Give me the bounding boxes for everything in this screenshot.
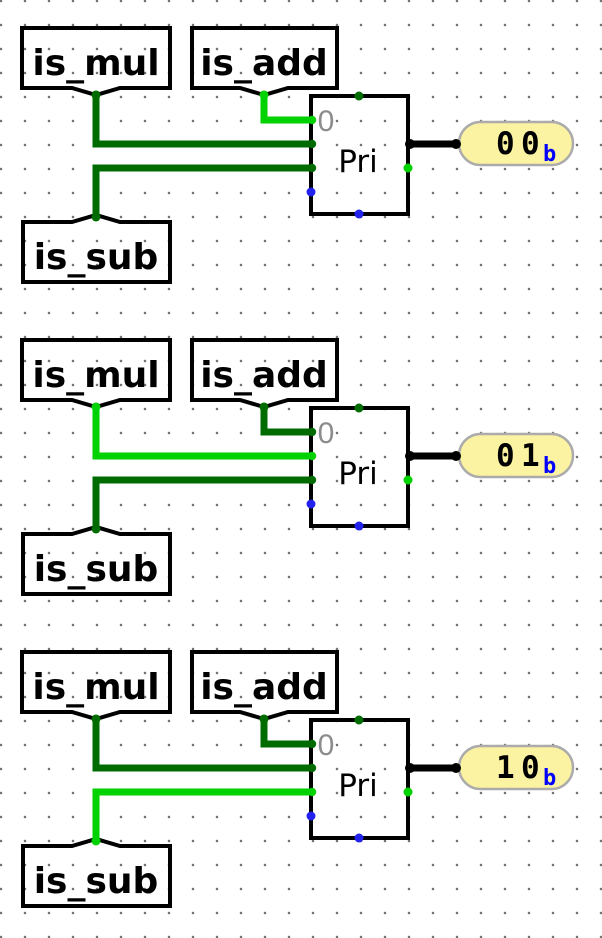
wire-is-sub <box>92 164 313 218</box>
pin-label-is-sub: is_sub <box>34 237 159 278</box>
encoder-port-dot-in0 <box>307 739 317 749</box>
encoder-port-dot-in0 <box>307 115 317 125</box>
pin-label-is-sub: is_sub <box>34 861 159 902</box>
encoder-input0-label: 0 <box>318 105 335 138</box>
encoder-port-dot-in0 <box>307 427 317 437</box>
encoder-found-dot-east <box>403 475 413 485</box>
probe-value-bit0: 1 <box>521 438 540 474</box>
encoder-found-dot-east <box>403 787 413 797</box>
pin-port-dot-is-add <box>259 714 269 724</box>
bus-junction-dot-right <box>451 139 461 149</box>
pin-port-dot-is-sub <box>91 212 101 222</box>
input-pin-is-mul[interactable] <box>20 338 172 410</box>
pin-label-is-mul: is_mul <box>32 355 159 396</box>
pin-port-dot-is-mul <box>91 402 101 412</box>
encoder-label: Pri <box>338 144 378 180</box>
wire-is-add <box>260 95 313 124</box>
encoder-port-dot-in2 <box>307 475 317 485</box>
wire-is-sub <box>92 476 313 530</box>
pin-port-dot-is-mul <box>91 90 101 100</box>
input-pin-is-add[interactable] <box>190 26 339 98</box>
bus-junction-dot-right <box>451 451 461 461</box>
circuit-3: is_mul is_add is_sub 0 Pri <box>20 650 575 908</box>
input-pin-is-add[interactable] <box>190 338 339 410</box>
probe-value-bit1: 1 <box>496 750 515 786</box>
encoder-port-dot-in2 <box>307 787 317 797</box>
pin-label-is-add: is_add <box>200 43 328 84</box>
wire-is-add <box>260 719 313 748</box>
bus-junction-dot-right <box>451 763 461 773</box>
wire-is-mul <box>92 407 313 460</box>
wire-is-mul <box>92 95 313 148</box>
pin-port-dot-is-add <box>259 402 269 412</box>
pin-label-is-add: is_add <box>200 355 328 396</box>
probe-value-bit1: 0 <box>496 126 515 162</box>
encoder-input0-label: 0 <box>318 417 335 450</box>
probe-radix-suffix: b <box>543 766 556 791</box>
pin-label-is-mul: is_mul <box>32 43 159 84</box>
input-pin-is-mul[interactable] <box>20 26 172 98</box>
pin-label-is-mul: is_mul <box>32 667 159 708</box>
bus-junction-dot-left <box>405 139 415 149</box>
encoder-port-dot-in1 <box>307 139 317 149</box>
input-pin-is-sub[interactable] <box>21 212 172 284</box>
encoder-port-dot-in1 <box>307 451 317 461</box>
pin-port-dot-is-sub <box>91 836 101 846</box>
circuit-2: is_mul is_add is_sub 0 Pri <box>20 338 575 596</box>
encoder-port-dot-in2 <box>307 163 317 173</box>
wire-is-mul <box>92 719 313 772</box>
pin-label-is-sub: is_sub <box>34 549 159 590</box>
probe-radix-suffix: b <box>543 142 556 167</box>
encoder-floating-dot-south <box>354 209 364 219</box>
pin-port-dot-is-sub <box>91 524 101 534</box>
bus-junction-dot-left <box>405 763 415 773</box>
encoder-floating-dot-south <box>354 521 364 531</box>
encoder-floating-dot-west <box>306 499 316 509</box>
encoder-floating-dot-south <box>354 833 364 843</box>
probe-value-bit0: 0 <box>521 750 540 786</box>
encoder-label: Pri <box>338 768 378 804</box>
probe-radix-suffix: b <box>543 454 556 479</box>
probe-value-bit1: 0 <box>496 438 515 474</box>
pin-label-is-add: is_add <box>200 667 328 708</box>
wire-is-add <box>260 407 313 436</box>
pin-port-dot-is-mul <box>91 714 101 724</box>
encoder-input0-label: 0 <box>318 729 335 762</box>
circuit-1: is_mul is_add is_sub 0 Pri <box>20 26 575 284</box>
input-pin-is-sub[interactable] <box>21 524 172 596</box>
encoder-label: Pri <box>338 456 378 492</box>
input-pin-is-add[interactable] <box>190 650 339 722</box>
wire-is-sub <box>92 788 313 842</box>
encoder-enable-dot-north <box>354 403 364 413</box>
encoder-enable-dot-north <box>354 715 364 725</box>
input-pin-is-mul[interactable] <box>20 650 172 722</box>
encoder-found-dot-east <box>403 163 413 173</box>
encoder-port-dot-in1 <box>307 763 317 773</box>
pin-port-dot-is-add <box>259 90 269 100</box>
bus-junction-dot-left <box>405 451 415 461</box>
encoder-floating-dot-west <box>306 187 316 197</box>
encoder-enable-dot-north <box>354 91 364 101</box>
probe-value-bit0: 0 <box>521 126 540 162</box>
input-pin-is-sub[interactable] <box>21 836 172 908</box>
encoder-floating-dot-west <box>306 811 316 821</box>
